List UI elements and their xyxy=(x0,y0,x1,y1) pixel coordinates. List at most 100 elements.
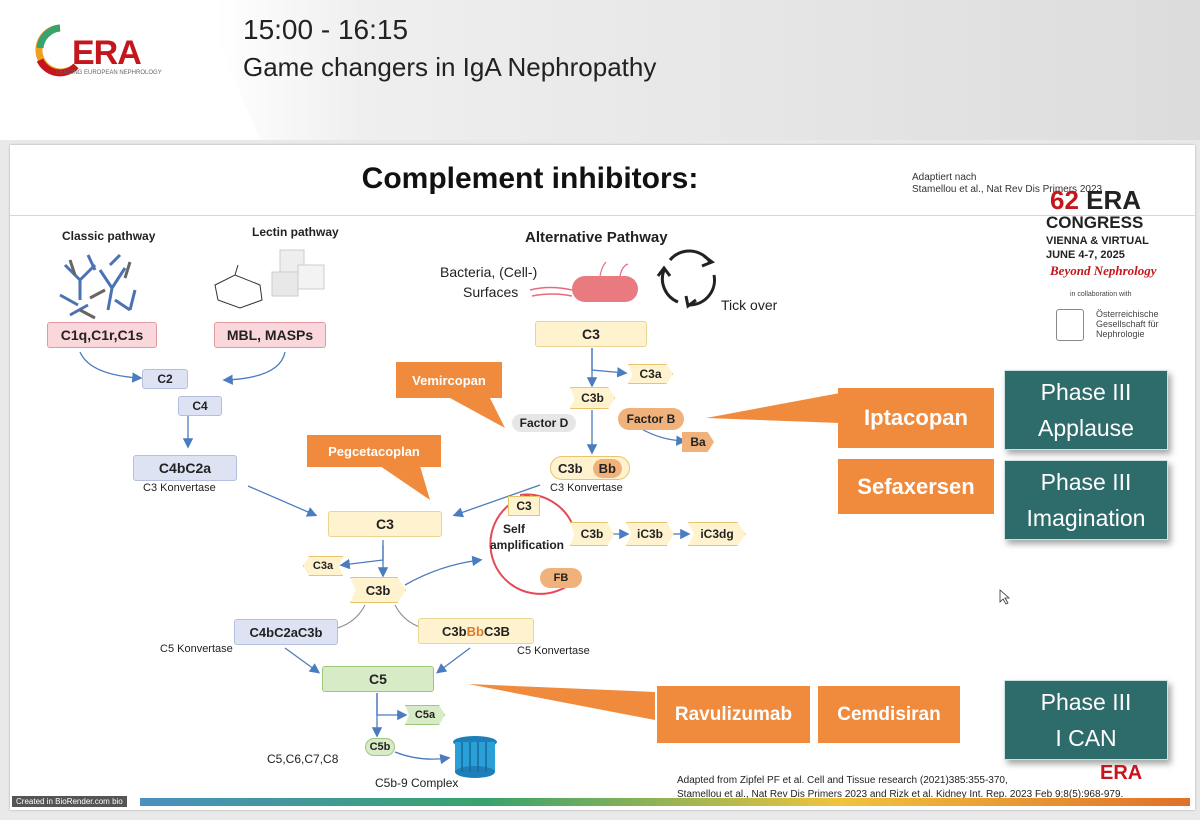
factor-b-node: Factor B xyxy=(618,408,684,430)
trial-imagination: Phase III Imagination xyxy=(1004,460,1168,540)
congress-number: 62 xyxy=(1050,185,1079,215)
trial-ican: Phase III I CAN xyxy=(1004,680,1168,760)
arrow-konv-to-c3mid xyxy=(452,484,541,518)
oegn-line-1: Österreichische xyxy=(1096,309,1159,319)
biorender-credit: Created in BioRender.com bio xyxy=(12,796,127,807)
logo-subtitle: LEADING EUROPEAN NEPHROLOGY xyxy=(56,70,162,76)
mbl-masps-node: MBL, MASPs xyxy=(214,322,326,348)
slide-bottom-bar xyxy=(140,798,1190,806)
c5a-tag: C5a xyxy=(405,705,445,725)
congress-word: CONGRESS xyxy=(1046,213,1144,232)
adapted-line-1: Adaptiert nach xyxy=(912,172,977,183)
c4bc2ac3b-node: C4bC2aC3b xyxy=(234,619,338,645)
trial-ican-phase: Phase III xyxy=(1040,689,1132,715)
arrow-c5-to-c5a xyxy=(376,693,408,721)
oegn-name: Österreichische Gesellschaft für Nephrol… xyxy=(1096,309,1159,339)
bacteria-label: Bacteria, (Cell-) xyxy=(440,264,538,280)
c3bbbc3b-part-bb: Bb xyxy=(466,623,484,639)
congress-dates: JUNE 4-7, 2025 xyxy=(1046,249,1125,261)
c3b-top-tag: C3b xyxy=(570,387,615,409)
adapted-line-2: Stamellou et al., Nat Rev Dis Primers 20… xyxy=(912,184,1103,195)
trial-applause-phase: Phase III xyxy=(1040,379,1132,405)
session-title: Game changers in IgA Nephropathy xyxy=(243,52,657,82)
lectin-pathway-label: Lectin pathway xyxy=(252,225,339,239)
congress-era: ERA xyxy=(1086,185,1142,215)
c5-c8-label: C5,C6,C7,C8 xyxy=(267,752,339,766)
sugar-cubes-icon xyxy=(271,249,325,297)
c5b-tag: C5b xyxy=(365,738,395,756)
c5-node: C5 xyxy=(322,666,434,692)
c3a-mid-tag: C3a xyxy=(303,556,343,576)
footer-ref-line-2: Stamellou et al., Nat Rev Dis Primers 20… xyxy=(677,789,1124,800)
c3bbbc3b-part-3: C3B xyxy=(483,623,510,639)
c3a-top-tag: C3a xyxy=(628,364,673,384)
congress-tagline: Beyond Nephrology xyxy=(1050,263,1157,278)
c3-mid-node: C3 xyxy=(328,511,442,537)
c4bc2a-node: C4bC2a xyxy=(133,455,237,481)
footer-references: Adapted from Zipfel PF et al. Cell and T… xyxy=(677,774,1123,802)
c3-top-node: C3 xyxy=(535,321,647,347)
tick-over-cycle-icon xyxy=(656,249,716,309)
surfaces-label: Surfaces xyxy=(463,284,519,300)
ic3dg-tag: iC3dg xyxy=(688,522,746,546)
trial-ican-name: I CAN xyxy=(1055,725,1117,751)
bacterium-icon xyxy=(529,261,638,302)
c3b-bb-convertase: C3b Bb xyxy=(550,456,630,480)
alternative-pathway-label: Alternative Pathway xyxy=(525,229,668,246)
c3b-bb-c3b: C3b xyxy=(558,460,583,476)
ic3b-tag: iC3b xyxy=(626,522,674,546)
oegn-line-3: Nephrologie xyxy=(1096,329,1145,339)
c2-node: C2 xyxy=(142,369,188,389)
amplification-label: amplification xyxy=(490,538,565,552)
arrow-c1-to-c2 xyxy=(79,351,143,383)
oegn-logo-icon xyxy=(1056,309,1084,341)
factor-d-node: Factor D xyxy=(512,414,576,432)
c5-konvertase-left-label: C5 Konvertase xyxy=(160,643,233,655)
c4-node: C4 xyxy=(178,396,222,416)
slide-divider xyxy=(10,215,1195,216)
c3-konvertase-left-label: C3 Konvertase xyxy=(143,482,216,494)
vemircopan-callout: Vemircopan xyxy=(396,362,502,398)
era-logo-swirl-icon xyxy=(35,24,79,77)
arrow-mbl-to-c2 xyxy=(222,351,286,385)
mouse-cursor-icon xyxy=(999,589,1011,605)
sugar-molecule-icon xyxy=(214,264,263,309)
c3b-loop-tag: C3b xyxy=(570,522,614,546)
pegcetacoplan-callout: Pegcetacoplan xyxy=(307,435,441,467)
mac-complex-icon xyxy=(453,736,497,778)
classic-pathway-label: Classic pathway xyxy=(62,229,156,243)
arrow-c3b-to-loop xyxy=(404,555,483,586)
adapted-reference-top: Adaptiert nach Stamellou et al., Nat Rev… xyxy=(912,172,1102,196)
arrow-c5b-to-mac xyxy=(394,751,451,765)
self-label: Self xyxy=(503,522,526,536)
cemdisiran-drug: Cemdisiran xyxy=(818,686,960,743)
iptacopan-drug: Iptacopan xyxy=(838,388,994,448)
logo-text: ERA xyxy=(72,34,142,72)
footer-ref-line-1: Adapted from Zipfel PF et al. Cell and T… xyxy=(677,775,1008,786)
mac-label: C5b-9 Complex xyxy=(375,776,459,790)
c3-konvertase-right-label: C3 Konvertase xyxy=(550,482,623,494)
antibodies-grey-icon xyxy=(68,259,132,320)
pegcetacoplan-pointer xyxy=(380,466,430,500)
arrow-c3top-to-c3a xyxy=(591,348,628,378)
congress-location: VIENNA & VIRTUAL xyxy=(1046,235,1149,247)
congress-number-era: 62 ERA xyxy=(1050,185,1141,216)
c3b-bb-bb: Bb xyxy=(592,458,622,478)
arrow-c3-to-c3a xyxy=(339,540,384,570)
amplification-loop xyxy=(489,494,576,595)
iptacopan-pointer xyxy=(706,393,840,423)
era-congress-logo: 62 ERA CONGRESS VIENNA & VIRTUAL JUNE 4-… xyxy=(1040,185,1170,345)
trial-imagination-name: Imagination xyxy=(1026,505,1146,531)
era-small-logo: ERA xyxy=(1100,762,1143,784)
trial-imagination-phase: Phase III xyxy=(1040,469,1132,495)
era-logo: ERA LEADING EUROPEAN NEPHROLOGY xyxy=(30,20,170,82)
trial-applause-name: Applause xyxy=(1038,415,1134,441)
loop-c3-node: C3 xyxy=(508,496,540,516)
fb-node: FB xyxy=(540,568,582,588)
vemircopan-pointer xyxy=(450,398,505,428)
sefaxersen-drug: Sefaxersen xyxy=(838,459,994,514)
oegn-line-2: Gesellschaft für xyxy=(1096,319,1159,329)
c3bbbc3b-part-1: C3b xyxy=(442,623,467,639)
